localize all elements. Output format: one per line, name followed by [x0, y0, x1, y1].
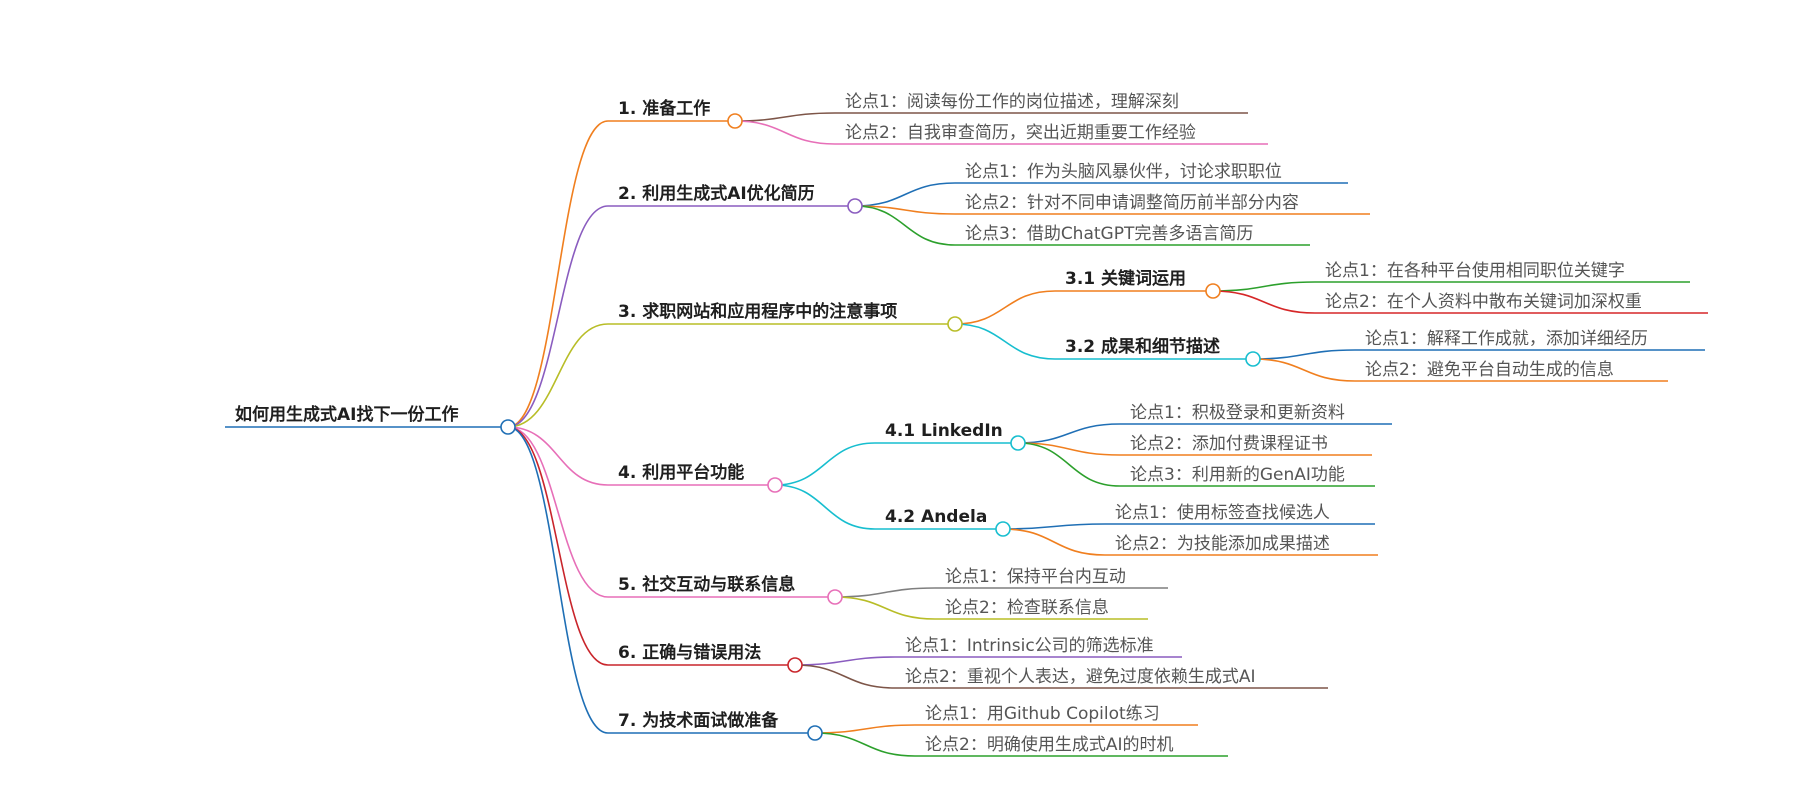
leaf-connector: [834, 596, 1148, 620]
sub-node-toggle[interactable]: [995, 521, 1011, 537]
sub-label-3-2: 3.2 成果和细节描述: [1065, 336, 1220, 357]
leaf-connector: [734, 112, 1248, 122]
leaf-label-3-2-2: 论点2：避免平台自动生成的信息: [1365, 360, 1614, 380]
leaf-label-2-3: 论点3：借助ChatGPT完善多语言简历: [965, 224, 1253, 244]
leaf-connector: [1002, 523, 1375, 530]
leaf-connector: [1002, 528, 1378, 556]
leaf-connector: [814, 732, 1228, 757]
sub-connector: [774, 442, 1018, 486]
branch-connector: [507, 120, 735, 428]
branch-node-toggle[interactable]: [947, 316, 963, 332]
leaf-label-5-2: 论点2：检查联系信息: [945, 598, 1109, 618]
branch-connector: [507, 426, 815, 734]
sub-label-4-2: 4.2 Andela: [885, 507, 987, 527]
leaf-label-3-1-2: 论点2：在个人资料中散布关键词加深权重: [1325, 292, 1642, 312]
root-title: 如何用生成式AI找下一份工作: [235, 404, 458, 425]
leaf-connector: [1252, 349, 1705, 360]
branch-connector: [507, 205, 855, 428]
leaf-connector: [1017, 423, 1392, 444]
leaf-label-7-1: 论点1：用Github Copilot练习: [925, 704, 1160, 724]
leaf-connector: [734, 120, 1268, 145]
sub-node-toggle[interactable]: [1245, 351, 1261, 367]
leaf-connector: [854, 182, 1348, 207]
sub-node-toggle[interactable]: [1010, 435, 1026, 451]
leaf-label-1-2: 论点2：自我审查简历，突出近期重要工作经验: [845, 123, 1196, 143]
leaf-connector: [1017, 442, 1372, 456]
sub-connector: [954, 323, 1253, 360]
branch-label-7: 7. 为技术面试做准备: [618, 710, 779, 731]
branch-node-toggle[interactable]: [827, 589, 843, 605]
leaf-connector: [1017, 442, 1375, 487]
leaf-label-4-1-1: 论点1：积极登录和更新资料: [1130, 403, 1345, 423]
branch-label-2: 2. 利用生成式AI优化简历: [618, 183, 815, 204]
leaf-label-5-1: 论点1：保持平台内互动: [945, 567, 1126, 587]
branch-connector: [507, 323, 955, 428]
branch-label-3: 3. 求职网站和应用程序中的注意事项: [618, 301, 897, 322]
mindmap-connectors: [225, 112, 1708, 757]
branch-node-toggle[interactable]: [787, 657, 803, 673]
sub-connector: [774, 484, 1003, 530]
branch-connector: [507, 426, 835, 598]
leaf-label-4-2-1: 论点1：使用标签查找候选人: [1115, 502, 1330, 523]
leaf-label-4-1-2: 论点2：添加付费课程证书: [1130, 434, 1328, 454]
leaf-connector: [794, 664, 1328, 689]
leaf-label-2-2: 论点2：针对不同申请调整简历前半部分内容: [965, 193, 1299, 213]
branch-node-toggle[interactable]: [727, 113, 743, 129]
sub-label-3-1: 3.1 关键词运用: [1065, 268, 1186, 289]
leaf-label-7-2: 论点2：明确使用生成式AI的时机: [925, 734, 1173, 755]
branch-label-4: 4. 利用平台功能: [618, 462, 744, 483]
mindmap-nodes: [500, 113, 1261, 741]
leaf-connector: [1212, 290, 1708, 314]
branch-node-toggle[interactable]: [807, 725, 823, 741]
leaf-connector: [854, 205, 1310, 246]
leaf-label-6-1: 论点1：Intrinsic公司的筛选标准: [905, 636, 1154, 656]
sub-connector: [954, 290, 1213, 325]
leaf-connector: [794, 656, 1182, 666]
branch-label-1: 1. 准备工作: [618, 98, 710, 119]
branch-connector: [507, 426, 795, 666]
leaf-label-6-2: 论点2：重视个人表达，避免过度依赖生成式AI: [905, 667, 1255, 687]
leaf-connector: [814, 724, 1198, 734]
branch-label-5: 5. 社交互动与联系信息: [618, 574, 795, 595]
leaf-connector: [1252, 358, 1668, 382]
sub-node-toggle[interactable]: [1205, 283, 1221, 299]
leaf-connector: [854, 205, 1370, 215]
leaf-label-2-1: 论点1：作为头脑风暴伙伴，讨论求职职位: [965, 162, 1282, 182]
branch-label-6: 6. 正确与错误用法: [618, 642, 761, 663]
leaf-label-3-2-1: 论点1：解释工作成就，添加详细经历: [1365, 329, 1648, 349]
root-node-toggle[interactable]: [500, 419, 516, 435]
leaf-label-1-1: 论点1：阅读每份工作的岗位描述，理解深刻: [845, 92, 1179, 112]
branch-connector: [507, 426, 775, 486]
branch-node-toggle[interactable]: [767, 477, 783, 493]
leaf-connector: [834, 587, 1168, 598]
branch-node-toggle[interactable]: [847, 198, 863, 214]
leaf-label-4-1-3: 论点3：利用新的GenAI功能: [1130, 465, 1345, 485]
sub-label-4-1: 4.1 LinkedIn: [885, 421, 1003, 441]
leaf-label-3-1-1: 论点1：在各种平台使用相同职位关键字: [1325, 260, 1625, 281]
leaf-label-4-2-2: 论点2：为技能添加成果描述: [1115, 534, 1330, 554]
mindmap-labels: 如何用生成式AI找下一份工作 1. 准备工作 论点1：阅读每份工作的岗位描述，理解深…: [235, 92, 1648, 755]
leaf-connector: [1212, 281, 1690, 292]
